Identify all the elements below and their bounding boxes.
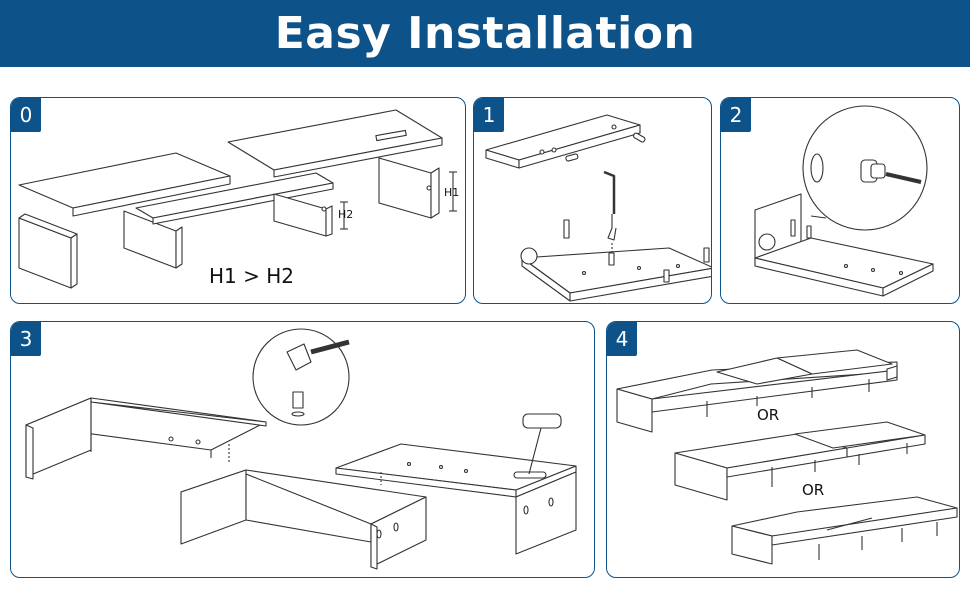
step-1-illustration [485,114,711,302]
step-4-illustration [616,349,958,565]
step-2-panel: 2 [720,97,960,304]
step-4-number: 4 [607,322,637,356]
header-banner: Easy Installation [0,0,970,67]
alt-config-label-1: OR [757,406,780,424]
step-1-panel: 1 [473,97,712,304]
step-3-number: 3 [11,322,41,356]
step-1-number: 1 [474,98,504,132]
alt-config-label-2: OR [802,481,825,499]
step-3-illustration [25,328,577,570]
dim-h2-label: H2 [338,208,354,221]
step-0-illustration [18,109,457,289]
step-0-number: 0 [11,98,41,132]
step-2-number: 2 [721,98,751,132]
dim-h1-label: H1 [444,186,460,199]
step-4-panel: 4 OR OR [606,321,960,578]
page-title: Easy Installation [274,8,696,59]
step-0-panel: 0 H1 H2 H1 > H2 [10,97,466,304]
step-3-panel: 3 [10,321,595,578]
step-2-illustration [754,105,934,297]
height-comparison-caption: H1 > H2 [209,264,294,288]
